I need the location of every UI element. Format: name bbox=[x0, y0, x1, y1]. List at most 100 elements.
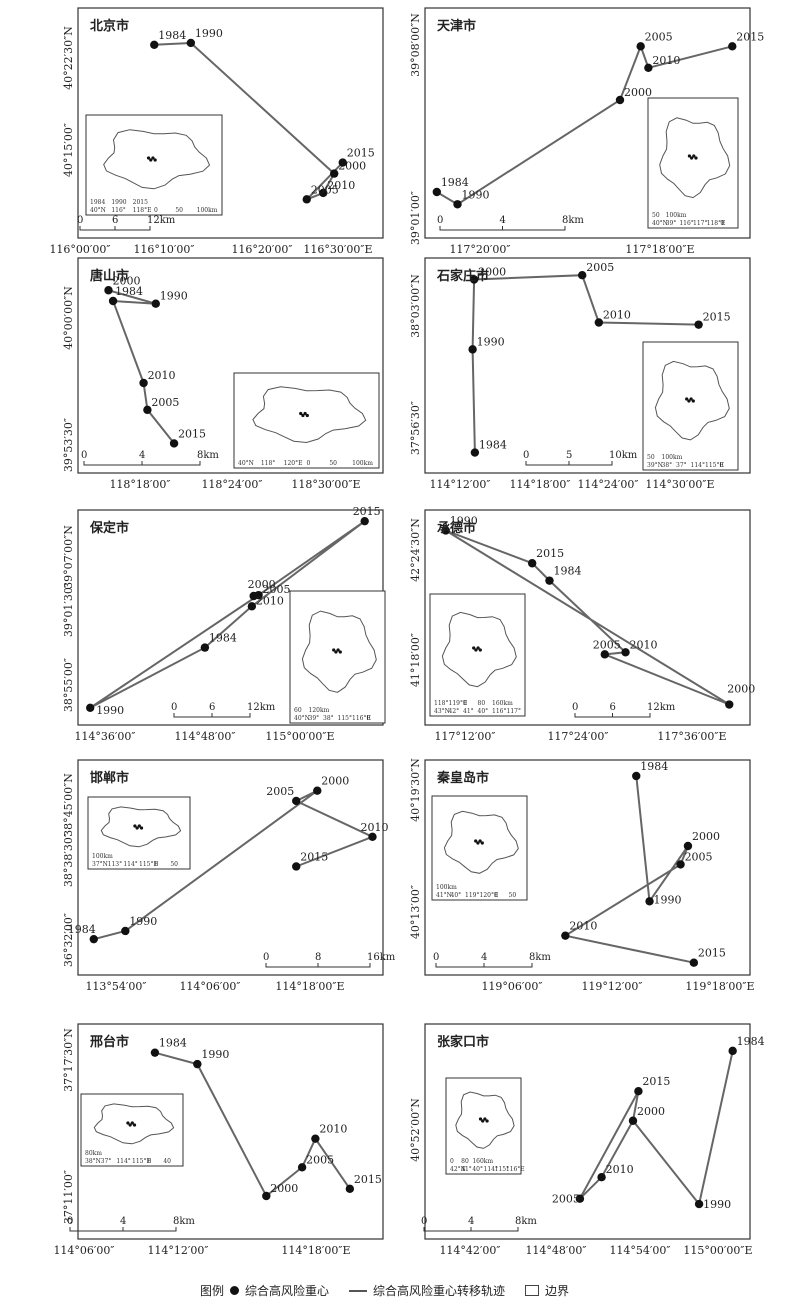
point-label: 2000 bbox=[248, 578, 276, 591]
x-tick-label: 119°06′00″ bbox=[481, 980, 542, 993]
panel-frame bbox=[424, 759, 751, 976]
inset-label: 160km bbox=[472, 1158, 493, 1165]
inset-label: 37° bbox=[676, 462, 687, 469]
point-label: 2010 bbox=[256, 594, 284, 607]
inset-frame bbox=[85, 114, 223, 216]
inset-label: 116° bbox=[492, 708, 506, 715]
y-tick-label: 36°32′00″ bbox=[62, 913, 75, 967]
inset-label: 120°E bbox=[284, 460, 303, 467]
y-tick-label: 38°03′00″N bbox=[409, 274, 422, 338]
y-tick-label: 38°45′00″N bbox=[62, 773, 75, 837]
y-tick-label: 39°53′30″ bbox=[62, 418, 75, 472]
x-tick-label: 117°12′00″ bbox=[434, 730, 495, 743]
inset-point bbox=[690, 156, 694, 160]
region-outline bbox=[441, 611, 517, 688]
panel-title: 承德市 bbox=[437, 520, 476, 536]
inset-frame bbox=[647, 97, 739, 229]
inset-label: 41° bbox=[461, 1166, 472, 1173]
inset-label: 40° bbox=[478, 708, 489, 715]
point-label: 1990 bbox=[450, 514, 478, 527]
centroid-point-2010 bbox=[368, 832, 377, 841]
centroid-point-1990 bbox=[86, 703, 95, 712]
legend-boundary-label: 边界 bbox=[545, 1284, 570, 1298]
centroid-point-1990 bbox=[186, 38, 196, 48]
centroid-point-1990 bbox=[694, 1199, 704, 1209]
centroid-point-2005 bbox=[292, 796, 301, 806]
x-tick-label: 113°54′00″ bbox=[85, 980, 146, 993]
centroid-point-2005 bbox=[578, 271, 587, 280]
scale-bar-label: 12km bbox=[247, 702, 276, 713]
point-label: 2005 bbox=[263, 583, 291, 596]
point-label: 2015 bbox=[353, 505, 381, 518]
inset-point bbox=[133, 824, 137, 828]
y-tick-label: 40°15′00″ bbox=[62, 123, 75, 177]
trajectory-line bbox=[471, 274, 699, 453]
inset-label: 40°N bbox=[652, 220, 668, 227]
inset-label: 113° bbox=[108, 861, 122, 868]
centroid-point-2015 bbox=[694, 320, 703, 329]
y-tick-label: 39°01′30″ bbox=[62, 583, 75, 637]
x-tick-label: 114°54′00″ bbox=[609, 1244, 670, 1257]
centroid-point-2015 bbox=[360, 516, 369, 526]
centroid-point-2000 bbox=[725, 700, 734, 709]
x-tick-label: 118°18′00″ bbox=[109, 478, 170, 491]
inset-label: 37°N bbox=[92, 861, 108, 868]
point-label: 2010 bbox=[603, 309, 631, 322]
centroid-point-1984 bbox=[470, 448, 480, 457]
centroid-point-2005 bbox=[143, 405, 152, 415]
point-label: 1990 bbox=[477, 335, 505, 348]
inset-label: 118° bbox=[434, 700, 448, 707]
point-label: 2015 bbox=[703, 311, 731, 324]
y-tick-label: 40°52′00″N bbox=[409, 1098, 422, 1162]
panel-title: 邯郸市 bbox=[90, 770, 129, 786]
inset-label: 118°E bbox=[133, 207, 152, 214]
point-label: 2015 bbox=[736, 30, 764, 43]
panel-title: 张家口市 bbox=[437, 1034, 489, 1050]
inset-label: 0 bbox=[450, 1158, 454, 1165]
scale-bar-label: 12km bbox=[647, 702, 676, 713]
inset-label: 40°N bbox=[294, 715, 310, 722]
inset-label: 40 bbox=[163, 1158, 171, 1165]
point-label: 2010 bbox=[360, 821, 388, 834]
scale-bar-label: 6 bbox=[610, 702, 616, 713]
point-label: 2015 bbox=[178, 427, 206, 440]
legend: 图例 综合高风险重心 综合高风险重心转移轨迹 边界 bbox=[200, 1282, 569, 1299]
inset-point bbox=[478, 839, 482, 843]
centroid-point-1984 bbox=[89, 934, 98, 944]
x-tick-label: 117°18′00″E bbox=[625, 243, 694, 256]
inset-label: 37° bbox=[101, 1158, 112, 1165]
inset-point bbox=[694, 156, 698, 160]
scale-bar-label: 0 bbox=[263, 952, 269, 963]
inset-label: 0 bbox=[720, 220, 724, 227]
inset-point bbox=[483, 1117, 487, 1121]
inset-label: 116° bbox=[679, 220, 693, 227]
inset-label: 39° bbox=[309, 715, 320, 722]
point-label: 2000 bbox=[727, 683, 755, 696]
trajectory-line bbox=[562, 775, 695, 964]
scale-bar-label: 0 bbox=[572, 702, 578, 713]
inset-point bbox=[474, 648, 478, 652]
inset-point bbox=[146, 156, 151, 160]
centroid-point-1990 bbox=[121, 926, 130, 936]
inset-label: 50 bbox=[329, 460, 337, 467]
centroid-point-2005 bbox=[600, 650, 609, 659]
region-outline bbox=[659, 117, 731, 199]
centroid-point-1984 bbox=[150, 1048, 160, 1057]
centroid-point-1990 bbox=[151, 299, 160, 308]
point-label: 1990 bbox=[703, 1198, 731, 1211]
point-label: 2010 bbox=[569, 920, 597, 933]
inset-label: 41°N bbox=[436, 892, 452, 899]
inset-label: 1984 bbox=[90, 199, 105, 206]
point-label: 1990 bbox=[201, 1048, 229, 1061]
inset-point bbox=[472, 646, 476, 650]
centroid-point-1990 bbox=[645, 897, 654, 906]
